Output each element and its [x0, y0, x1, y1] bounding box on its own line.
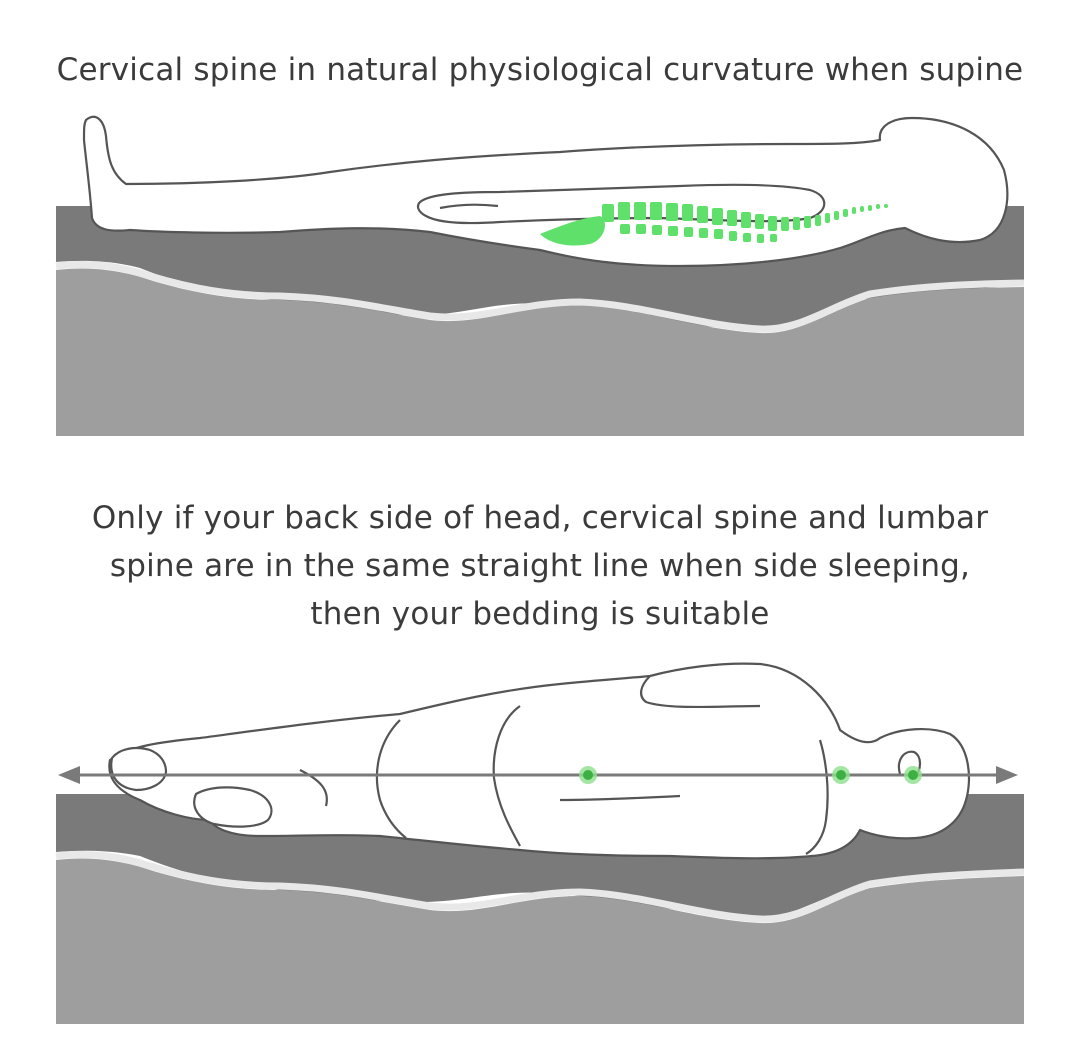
caption-line-2: spine are in the same straight line when…: [109, 548, 971, 584]
alignment-points: [579, 766, 922, 784]
supine-illustration: [55, 115, 1025, 436]
side-sleeping-illustration: [55, 662, 1025, 1024]
alignment-point-head: [904, 766, 922, 784]
alignment-point-cervical: [832, 766, 850, 784]
alignment-point-lumbar: [579, 766, 597, 784]
mattress-separator: [55, 261, 1025, 333]
caption-line-1: Only if your back side of head, cervical…: [91, 500, 989, 536]
side-sleeping-person-figure: [108, 662, 971, 860]
spine-vertebrae: [540, 202, 888, 246]
mattress-separator: [55, 851, 1025, 923]
side-sleeping-diagram: [0, 650, 1080, 1030]
supine-caption: Cervical spine in natural physiological …: [56, 52, 1024, 88]
mattress-bottom-layer: [56, 858, 1024, 1024]
supine-diagram: [0, 100, 1080, 440]
side-sleeping-caption: Only if your back side of head, cervical…: [0, 494, 1080, 638]
mattress-bottom-layer: [56, 268, 1024, 436]
caption-line-3: then your bedding is suitable: [310, 596, 770, 632]
